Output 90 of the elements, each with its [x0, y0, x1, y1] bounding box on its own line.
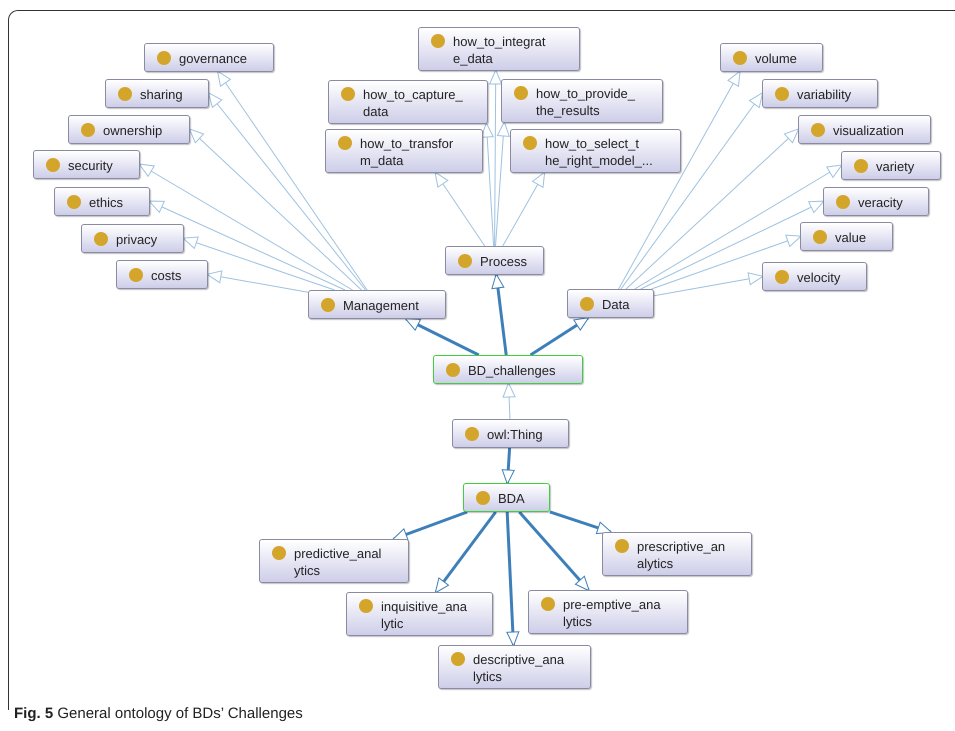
class-box — [438, 645, 591, 689]
subclass-arrow — [502, 172, 546, 246]
subclass-arrow — [620, 92, 764, 290]
subclass-arrow — [208, 92, 366, 290]
class-box — [602, 532, 752, 576]
class-name: costs — [151, 267, 182, 284]
class-box — [510, 129, 681, 173]
class-box — [54, 187, 150, 216]
class-box — [463, 483, 550, 512]
class-name: visualization — [833, 122, 904, 139]
class-box — [528, 590, 688, 634]
class-name: velocity — [797, 269, 840, 286]
class-box — [81, 224, 184, 253]
class-box — [823, 187, 929, 216]
class-box — [798, 115, 931, 144]
subclass-arrow — [392, 510, 468, 541]
class-name: variability — [797, 86, 852, 103]
class-name: Process — [480, 253, 527, 270]
class-name: owl:Thing — [487, 426, 543, 443]
subclass-arrow — [404, 318, 480, 356]
class-name: descriptive_ana lytics — [473, 651, 566, 685]
subclass-arrow — [182, 236, 336, 290]
class-name: governance — [179, 50, 247, 67]
class-name: predictive_anal ytics — [294, 545, 382, 579]
subclass-arrow — [626, 128, 800, 290]
subclass-arrow — [506, 512, 520, 646]
class-box — [328, 80, 488, 124]
class-box — [762, 79, 878, 108]
subclass-arrow — [138, 164, 353, 290]
class-box — [501, 79, 663, 123]
subclass-arrow — [434, 172, 486, 246]
subclass-arrow — [489, 70, 502, 246]
class-box — [116, 260, 208, 289]
class-box — [346, 592, 493, 636]
class-name: pre-emptive_ana lytics — [563, 596, 662, 630]
class-box — [841, 151, 941, 180]
class-name: BD_challenges — [468, 362, 556, 379]
subclass-arrow — [654, 272, 764, 296]
subclass-arrow — [206, 270, 308, 293]
class-name: value — [835, 229, 866, 246]
class-box — [720, 43, 823, 72]
class-name: how_to_provide_ the_results — [536, 85, 636, 119]
class-box — [433, 355, 583, 384]
class-box — [68, 115, 190, 144]
class-name: ethics — [89, 194, 123, 211]
class-name: inquisitive_ana lytic — [381, 598, 468, 632]
class-box — [325, 129, 483, 173]
subclass-arrow — [217, 70, 368, 290]
class-name: how_to_capture_ data — [363, 86, 464, 120]
class-box — [452, 419, 569, 448]
subclass-arrow — [530, 316, 590, 356]
subclass-arrow — [502, 382, 516, 420]
class-box — [762, 262, 867, 291]
class-box — [259, 539, 409, 583]
subclass-arrow — [634, 164, 842, 290]
class-box — [144, 43, 274, 72]
class-box — [800, 222, 893, 251]
subclass-arrow — [434, 511, 497, 594]
class-name: prescriptive_an alytics — [637, 538, 726, 572]
subclass-arrow — [618, 70, 741, 290]
class-name: volume — [755, 50, 797, 67]
subclass-arrow — [495, 122, 510, 246]
subclass-arrow — [640, 200, 824, 290]
class-box — [33, 150, 140, 179]
class-name: variety — [876, 158, 914, 175]
class-name: security — [68, 157, 113, 174]
class-box — [418, 27, 580, 71]
class-name: how_to_transfor m_data — [360, 135, 454, 169]
class-name: sharing — [140, 86, 183, 103]
class-box — [308, 290, 446, 319]
class-box — [567, 289, 654, 318]
class-name: ownership — [103, 122, 162, 139]
class-box — [445, 246, 544, 275]
class-name: privacy — [116, 231, 158, 248]
subclass-arrow — [550, 510, 612, 534]
subclass-arrow — [502, 448, 515, 484]
subclass-arrow — [480, 122, 494, 246]
class-box — [105, 79, 209, 108]
class-name: Data — [602, 296, 630, 313]
subclass-arrow — [148, 200, 346, 290]
subclass-arrow — [518, 511, 590, 592]
class-name: BDA — [498, 490, 525, 507]
subclass-arrow — [188, 128, 362, 290]
class-name: how_to_select_t he_right_model_... — [545, 135, 654, 169]
figure-caption: Fig. 5 General ontology of BDs’ Challenges — [14, 704, 303, 724]
class-name: how_to_integrat e_data — [453, 33, 547, 67]
class-name: veracity — [858, 194, 903, 211]
subclass-arrow — [651, 234, 802, 290]
subclass-arrow — [491, 274, 508, 356]
class-name: Management — [343, 297, 419, 314]
